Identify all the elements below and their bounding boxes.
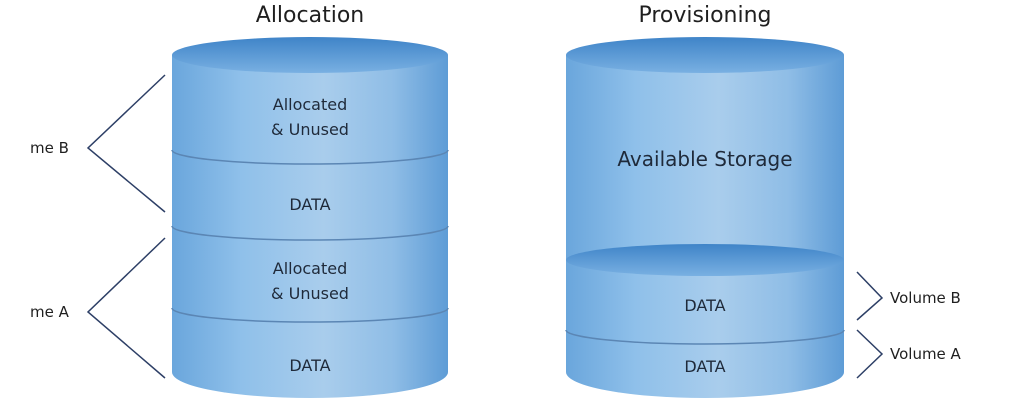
allocation-divider <box>171 225 449 241</box>
allocation-cylinder: Allocated & Unused DATA Allocated & Unus… <box>171 37 449 398</box>
allocation-segment-3-line2: & Unused <box>271 284 349 303</box>
volume-b-bracket <box>86 74 166 213</box>
right-bracket-label-b: Volume B <box>890 289 961 307</box>
left-bracket-label-a: me A <box>30 303 70 321</box>
allocation-segment-1-line2: & Unused <box>271 120 349 139</box>
volume-b-bracket-right <box>856 271 884 321</box>
allocation-cylinder-top <box>172 37 448 73</box>
allocation-segment-3-line1: Allocated <box>273 259 348 278</box>
allocation-segment-2-label: DATA <box>289 195 330 214</box>
provisioning-cylinder: Available Storage DATA DATA <box>565 37 845 398</box>
volume-a-bracket-right <box>856 329 884 379</box>
provisioning-title: Provisioning <box>638 3 771 28</box>
allocation-segment-4-label: DATA <box>289 356 330 375</box>
provisioning-segment-1-label: DATA <box>684 296 725 315</box>
allocation-divider <box>171 307 449 323</box>
provisioning-divider <box>565 329 845 345</box>
provisioning-segment-2-label: DATA <box>684 357 725 376</box>
allocation-divider <box>171 149 449 165</box>
provisioning-cylinder-top <box>566 37 844 73</box>
volume-a-bracket <box>86 237 166 379</box>
left-bracket-label-b: me B <box>30 139 69 157</box>
right-bracket-label-a: Volume A <box>890 345 962 363</box>
provisioning-data-top <box>566 244 844 276</box>
allocation-cylinder-body <box>172 55 448 398</box>
available-storage-label: Available Storage <box>617 147 792 171</box>
allocation-segment-1-line1: Allocated <box>273 95 348 114</box>
allocation-title: Allocation <box>256 3 364 28</box>
provisioning-cylinder-body <box>566 55 844 398</box>
